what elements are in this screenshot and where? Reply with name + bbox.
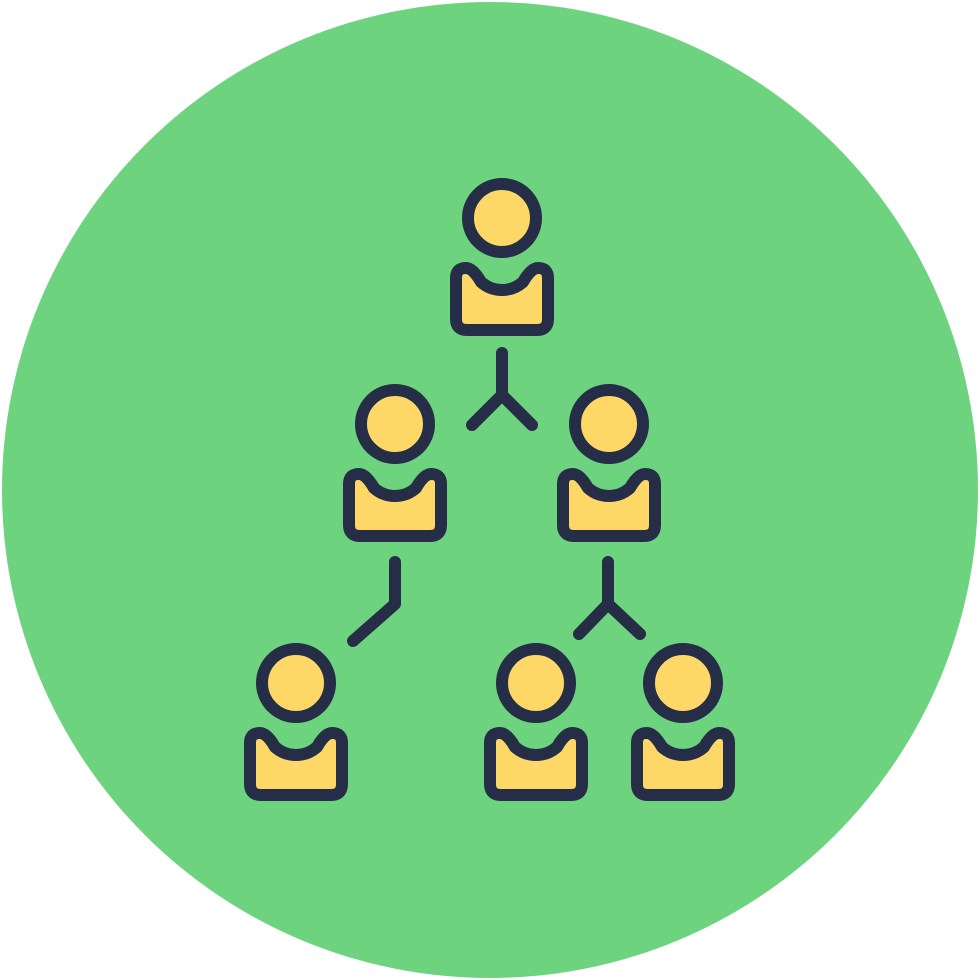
person-head xyxy=(256,643,336,723)
person-head xyxy=(462,178,542,258)
person-icon-bottom-left xyxy=(244,643,348,801)
connector-right-split xyxy=(573,556,646,640)
person-head xyxy=(355,384,435,464)
person-body xyxy=(244,727,348,801)
person-body xyxy=(557,468,661,542)
person-icon-middle-right xyxy=(557,384,661,542)
person-icon-middle-left xyxy=(343,384,447,542)
person-body xyxy=(631,727,735,801)
person-body xyxy=(450,262,554,336)
connector-left-branch xyxy=(347,556,401,647)
person-head xyxy=(496,643,576,723)
person-body xyxy=(343,468,447,542)
person-head xyxy=(643,643,723,723)
person-icon-bottom-middle xyxy=(484,643,588,801)
person-head xyxy=(569,384,649,464)
connector-top-split xyxy=(466,347,538,431)
person-icon-bottom-right xyxy=(631,643,735,801)
person-body xyxy=(484,727,588,801)
person-icon-top xyxy=(450,178,554,336)
